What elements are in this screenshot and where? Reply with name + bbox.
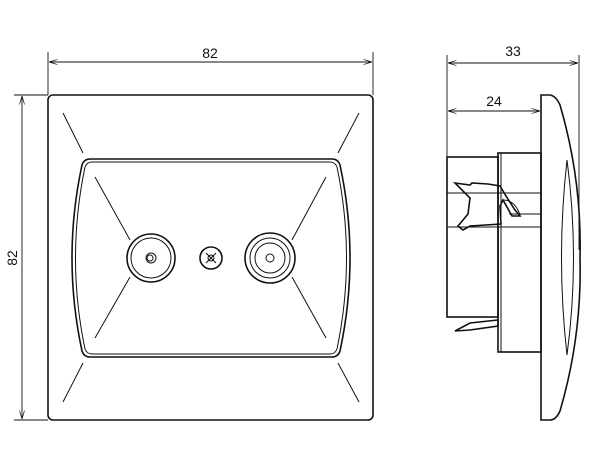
side-view: 33 24 <box>446 43 581 421</box>
tv-socket-left <box>126 233 176 283</box>
height-label: 82 <box>4 250 20 266</box>
mounting-body <box>446 152 542 353</box>
width-dimension: 82 <box>47 45 374 95</box>
mounting-claws <box>452 181 522 332</box>
front-view: 82 82 <box>4 45 374 421</box>
corner-lines <box>62 112 360 403</box>
depth-body-label: 24 <box>486 93 502 109</box>
height-dimension: 82 <box>4 94 48 421</box>
depth-total-label: 33 <box>505 43 521 59</box>
screw-icon <box>199 246 223 270</box>
width-label: 82 <box>202 45 218 61</box>
cover-plate-profile <box>540 94 581 421</box>
tv-socket-right <box>244 232 296 284</box>
depth-body-dimension: 24 <box>448 93 540 111</box>
cover-plate-outline <box>47 94 374 421</box>
inner-frame <box>71 158 351 358</box>
depth-total-dimension: 33 <box>446 43 580 250</box>
